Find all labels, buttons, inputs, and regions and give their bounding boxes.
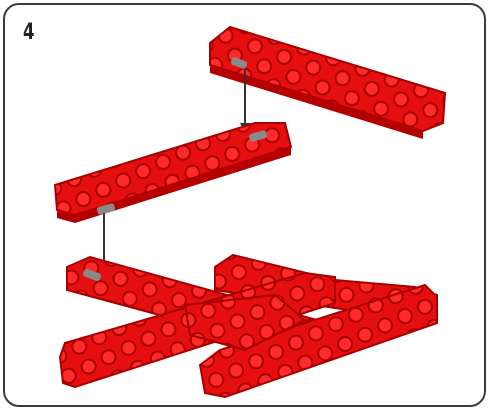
instruction-panel: 4: [3, 3, 486, 407]
assembly-illustration: [5, 5, 486, 407]
base-assembly: [60, 255, 437, 397]
middle-beam: [55, 123, 291, 223]
